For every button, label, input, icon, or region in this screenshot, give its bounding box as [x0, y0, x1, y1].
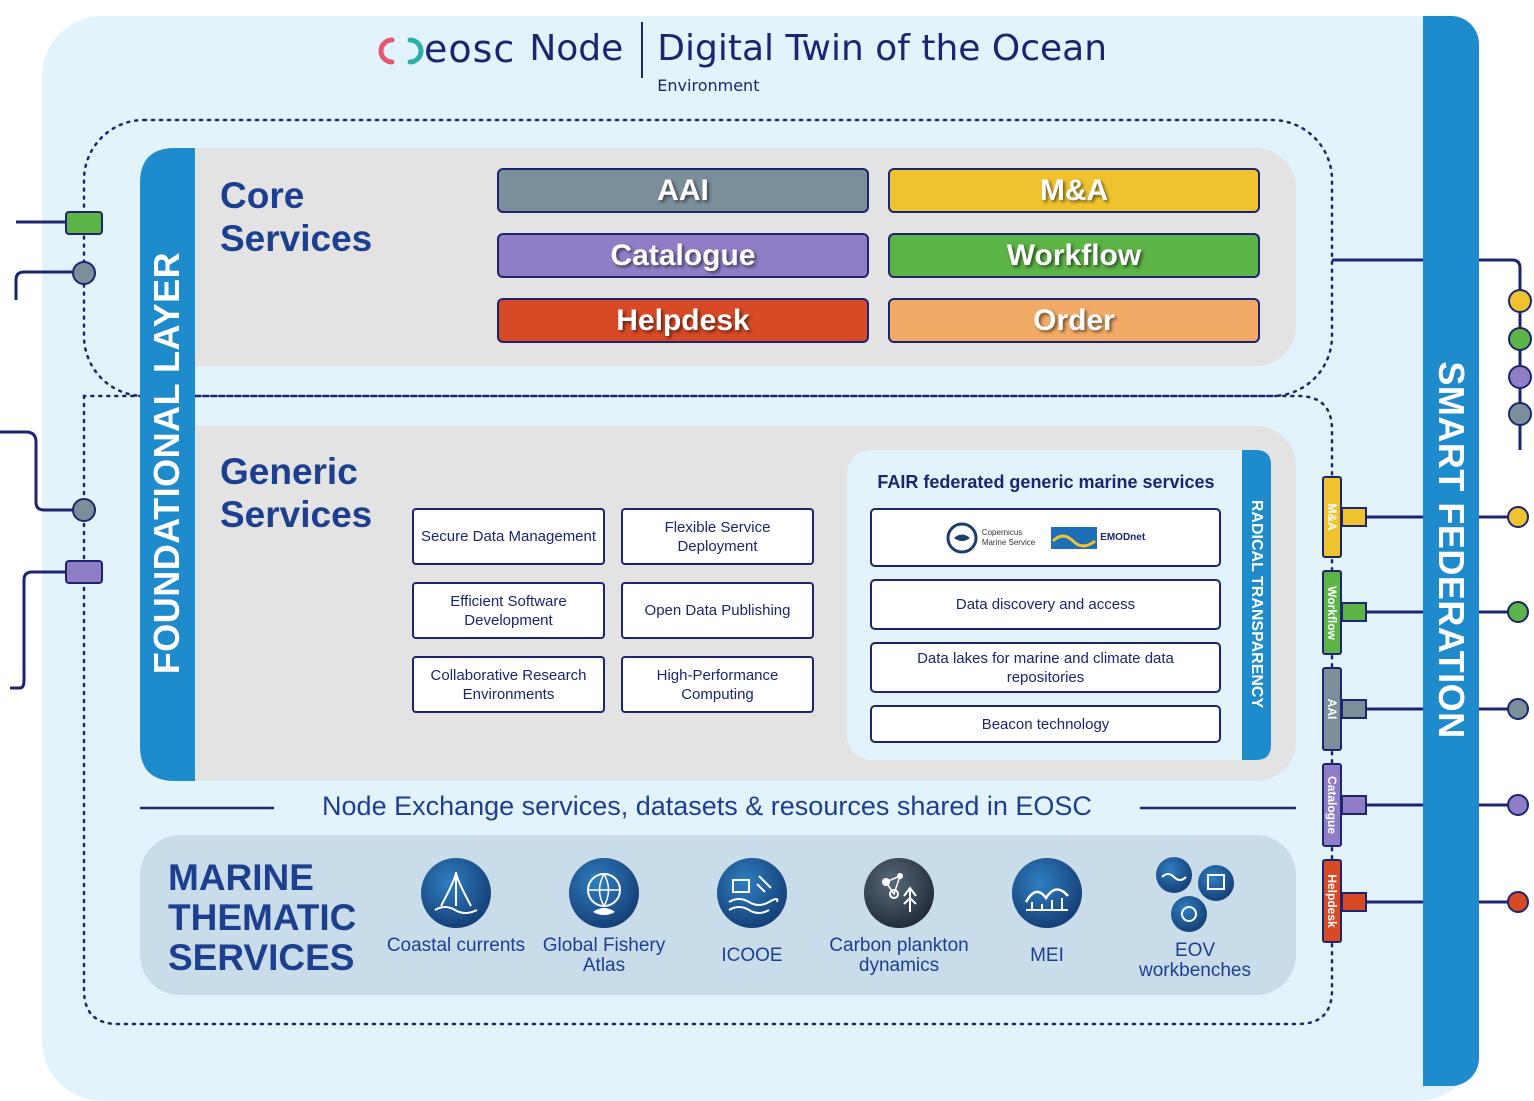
core-ma-button[interactable]: M&A: [888, 168, 1260, 213]
generic-box-software-dev[interactable]: Efficient Software Development: [412, 582, 605, 639]
fed-dot-green: [1508, 327, 1532, 351]
coastal-currents-icon[interactable]: [421, 858, 491, 928]
core-title-line1: Core: [220, 175, 305, 216]
fed-tab-helpdesk[interactable]: Helpdesk: [1322, 859, 1342, 943]
fed-tab-aai-label: AAI: [1325, 698, 1339, 720]
generic-box-hpc[interactable]: High-Performance Computing: [621, 656, 814, 713]
exchange-label: Node Exchange services, datasets & resou…: [322, 791, 1092, 821]
mei-label: MEI: [1030, 945, 1064, 966]
generic-box-secure-data[interactable]: Secure Data Management: [412, 508, 605, 565]
radical-transparency-label: RADICAL TRANSPARENCY: [1248, 499, 1265, 709]
generic-box-open-data[interactable]: Open Data Publishing: [621, 582, 814, 639]
foundational-layer-bar: [140, 148, 195, 781]
core-helpdesk-button[interactable]: Helpdesk: [497, 298, 869, 343]
generic-title-line1: Generic: [220, 451, 358, 492]
left-connector-grey-2: [72, 498, 96, 522]
core-order-button[interactable]: Order: [888, 298, 1260, 343]
left-connector-green: [65, 211, 103, 235]
icooe-icon[interactable]: [717, 858, 787, 928]
copernicus-logo: Copernicus Marine Service: [946, 522, 1035, 554]
header-title-block: Digital Twin of the Ocean Environment: [657, 22, 1107, 95]
smart-federation-label: SMART FEDERATION: [1431, 361, 1472, 739]
generic-box-flexible-deployment[interactable]: Flexible Service Deployment: [621, 508, 814, 565]
tab-connectors: [1341, 506, 1529, 913]
generic-title-line2: Services: [220, 494, 373, 535]
eov-workbench-icon-2[interactable]: [1198, 865, 1234, 901]
fair-logos-box[interactable]: Copernicus Marine Service EMODnet: [870, 508, 1221, 567]
mei-icon[interactable]: [1012, 858, 1082, 928]
generic-dotted-boundary: [82, 394, 1334, 1026]
copernicus-icon: [946, 522, 978, 553]
carbon-plankton-icon[interactable]: [864, 858, 934, 928]
carbon-plankton-label: Carbon plankton dynamics: [829, 935, 969, 976]
fed-tab-ma-label: M&A: [1325, 503, 1339, 531]
emodnet-icon: [1051, 526, 1098, 549]
eov-workbench-icon-3[interactable]: [1171, 896, 1207, 932]
eov-workbenches-label: EOV workbenches: [1139, 940, 1251, 981]
generic-box-collab-research[interactable]: Collaborative Research Environments: [412, 656, 605, 713]
marine-title-line1: MARINE: [168, 857, 314, 898]
fed-dot-purple: [1508, 365, 1532, 389]
fair-data-discovery[interactable]: Data discovery and access: [870, 579, 1221, 630]
core-catalogue-button[interactable]: Catalogue: [497, 233, 869, 278]
radical-transparency-bar: [1242, 450, 1271, 760]
global-fishery-atlas-label: Global Fishery Atlas: [542, 935, 666, 976]
fed-tab-aai[interactable]: AAI: [1322, 667, 1342, 751]
node-label: Node: [529, 28, 624, 69]
header-separator: [641, 22, 644, 78]
fed-dot-yellow: [1508, 289, 1532, 313]
fed-tab-workflow[interactable]: Workflow: [1322, 570, 1342, 655]
fed-tab-workflow-label: Workflow: [1325, 585, 1339, 640]
copernicus-line2: Marine Service: [981, 537, 1036, 547]
core-services-title: Core Services: [220, 174, 372, 260]
core-aai-button[interactable]: AAI: [497, 168, 869, 213]
eov-workbench-icon-1[interactable]: [1156, 857, 1192, 893]
coastal-currents-label: Coastal currents: [386, 935, 526, 956]
foundational-layer-label: FOUNDATIONAL LAYER: [146, 251, 187, 675]
fair-beacon[interactable]: Beacon technology: [870, 705, 1221, 743]
marine-services-title: MARINE THEMATIC SERVICES: [168, 858, 356, 978]
fed-tab-ma[interactable]: M&A: [1322, 476, 1342, 558]
core-title-line2: Services: [220, 218, 373, 259]
eosc-logo-icon: [378, 37, 424, 65]
left-connector-purple: [65, 560, 103, 584]
copernicus-line1: Copernicus: [981, 527, 1023, 537]
fed-tab-catalogue-label: Catalogue: [1325, 775, 1339, 835]
marine-title-line2: THEMATIC: [168, 897, 357, 938]
icooe-label: ICOOE: [721, 945, 783, 966]
global-fishery-atlas-icon[interactable]: [569, 858, 639, 928]
header: eosc Node Digital Twin of the Ocean Envi…: [370, 22, 1107, 102]
emodnet-label: EMODnet: [1100, 532, 1146, 543]
page-subtitle: Environment: [657, 76, 760, 95]
core-workflow-button[interactable]: Workflow: [888, 233, 1260, 278]
fed-tab-helpdesk-label: Helpdesk: [1325, 874, 1339, 928]
eosc-brand: eosc: [424, 27, 516, 71]
left-connector-grey: [72, 261, 96, 285]
emodnet-logo: EMODnet: [1051, 526, 1146, 549]
generic-services-title: Generic Services: [220, 450, 372, 536]
fair-data-lakes[interactable]: Data lakes for marine and climate data r…: [870, 642, 1221, 693]
fed-tab-catalogue[interactable]: Catalogue: [1322, 763, 1342, 847]
marine-title-line3: SERVICES: [168, 937, 355, 978]
page-title: Digital Twin of the Ocean: [657, 28, 1108, 69]
fair-title: FAIR federated generic marine services: [877, 472, 1215, 492]
fed-dot-grey: [1508, 402, 1532, 426]
